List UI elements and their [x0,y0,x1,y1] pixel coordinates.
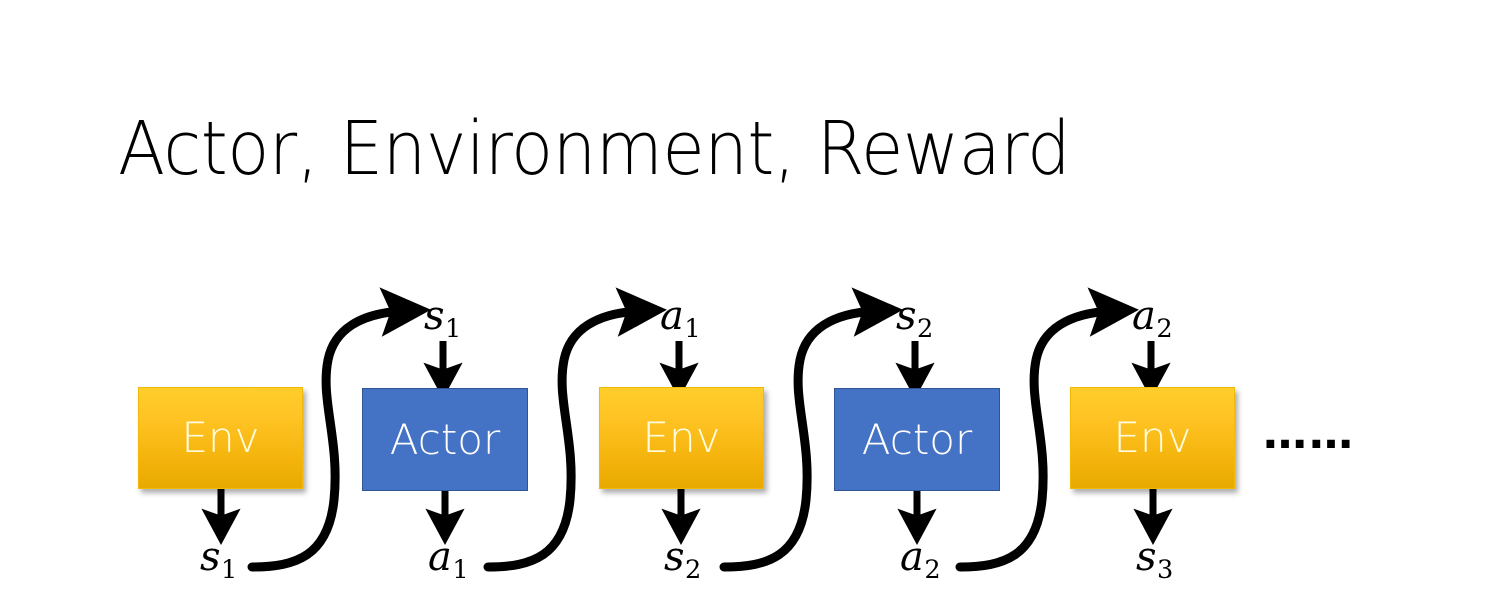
subscript: 1 [452,554,469,585]
symbol: a [660,293,684,339]
subscript: 2 [917,313,934,344]
subscript: 1 [221,554,238,585]
node-env-1[interactable]: Env [138,387,303,489]
label-bottom-a2: a2 [900,534,941,582]
subscript: 3 [1157,554,1174,585]
ellipsis-continuation: …… [1263,408,1355,459]
node-label: Env [1113,413,1192,462]
node-label: Actor [861,414,973,464]
subscript: 2 [685,554,702,585]
symbol: a [1132,293,1156,339]
node-env-3[interactable]: Env [1070,387,1235,489]
label-top-a1: a1 [660,293,701,341]
symbol: a [900,534,924,580]
node-label: Actor [389,414,501,464]
node-label: Env [181,413,260,462]
node-actor-1[interactable]: Actor [362,388,528,491]
symbol: s [664,534,685,580]
label-bottom-s3: s3 [1136,534,1173,582]
label-bottom-s2: s2 [664,534,701,582]
node-label: Env [642,413,721,462]
symbol: s [896,293,917,339]
label-top-s2: s2 [896,293,933,341]
label-top-a2: a2 [1132,293,1173,341]
subscript: 2 [1156,313,1173,344]
page-title: Actor, Environment, Reward [118,106,1071,192]
symbol: s [1136,534,1157,580]
label-top-s1: s1 [424,293,461,341]
subscript: 2 [924,554,941,585]
symbol: s [424,293,445,339]
label-bottom-s1: s1 [200,534,237,582]
label-bottom-a1: a1 [428,534,469,582]
subscript: 1 [445,313,462,344]
node-actor-2[interactable]: Actor [834,388,1000,491]
subscript: 1 [684,313,701,344]
symbol: s [200,534,221,580]
node-env-2[interactable]: Env [599,387,764,489]
symbol: a [428,534,452,580]
